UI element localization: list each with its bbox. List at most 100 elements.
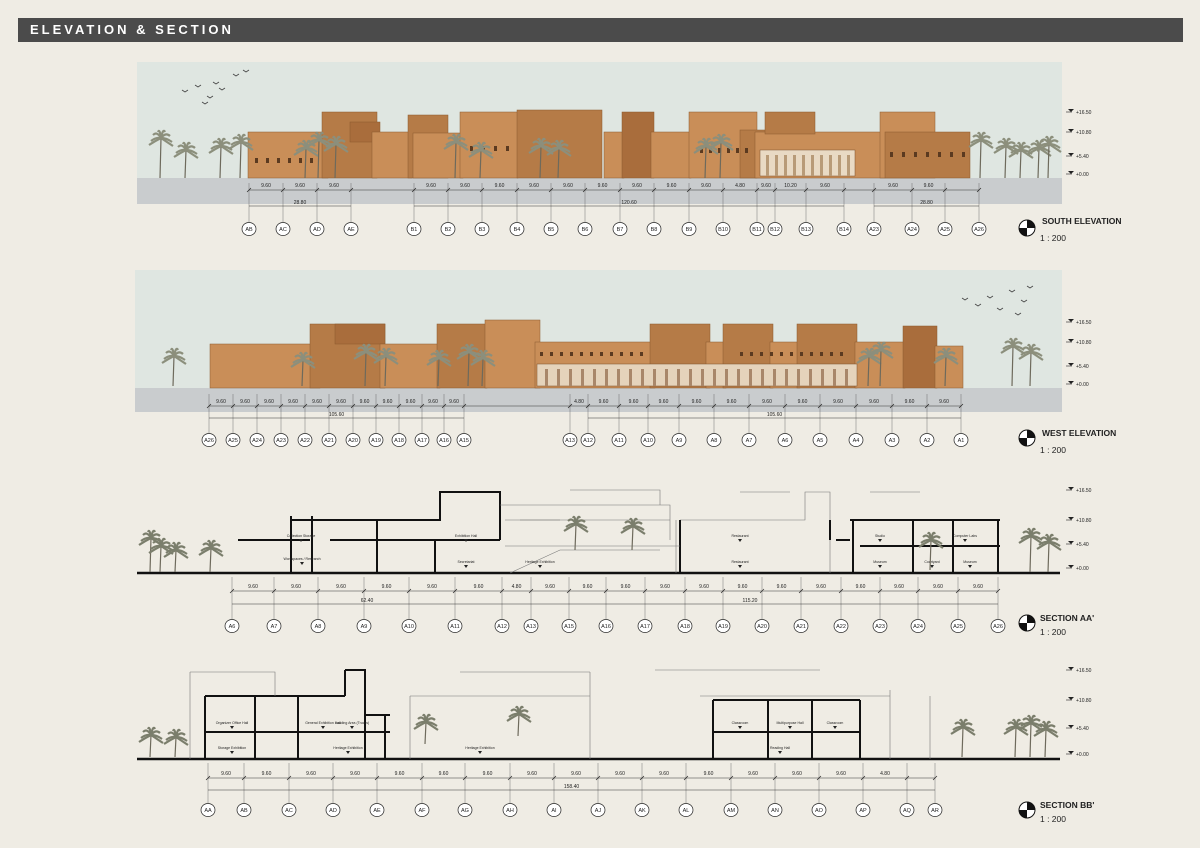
dimension-value: 9.60 xyxy=(762,399,772,405)
level-label: +5.40 xyxy=(1076,542,1089,548)
palm-tree xyxy=(693,137,719,179)
dimension-value: 9.60 xyxy=(336,399,346,405)
grid-bubble xyxy=(369,803,385,817)
grid-bubble xyxy=(224,619,240,633)
level-label: +0.00 xyxy=(1076,172,1089,178)
dimension-tick xyxy=(241,775,247,781)
level-label: +10.80 xyxy=(1076,698,1092,704)
dimension-tick xyxy=(889,403,895,409)
grid-label: AM xyxy=(727,808,736,814)
building-block xyxy=(902,325,938,389)
grid-label: A18 xyxy=(394,438,404,444)
grid-label: AD xyxy=(329,808,337,814)
dimension-tick xyxy=(595,775,601,781)
dimension-value: 9.60 xyxy=(312,399,322,405)
bird-icon xyxy=(206,95,214,99)
dimension-tick xyxy=(924,403,930,409)
window xyxy=(736,148,739,153)
level-label: +16.50 xyxy=(1076,488,1092,494)
window xyxy=(902,152,905,157)
palm-tree xyxy=(293,139,319,179)
room-label: Collection Storage xyxy=(287,534,316,538)
building-block xyxy=(334,323,386,345)
room-label: General Exhibition Hall xyxy=(305,721,341,725)
dimension-value: 9.60 xyxy=(621,584,631,590)
window xyxy=(770,352,773,356)
grid-bubble xyxy=(767,222,783,236)
palm-tree xyxy=(138,726,164,758)
dimension-tick xyxy=(817,403,823,409)
grid-label: A1 xyxy=(958,438,965,444)
grid-label: B12 xyxy=(770,227,780,233)
dimension-tick xyxy=(374,775,380,781)
grid-label: A16 xyxy=(601,624,611,630)
dimension-tick xyxy=(507,775,513,781)
bird-icon xyxy=(961,297,969,301)
dimension-tick xyxy=(841,187,847,193)
level-marker-icon xyxy=(321,726,325,729)
dimension-value: 9.60 xyxy=(495,183,505,189)
room-label: Courtyard xyxy=(924,560,939,564)
palm-tree xyxy=(148,537,174,573)
dimension-tick xyxy=(566,588,572,594)
grid-bubble xyxy=(201,433,217,447)
window xyxy=(740,352,743,356)
dimension-tick xyxy=(441,403,447,409)
column xyxy=(581,369,584,386)
level-label: +5.40 xyxy=(1076,726,1089,732)
grid-label: A22 xyxy=(300,438,310,444)
grid-label: A26 xyxy=(974,227,984,233)
palm-tree xyxy=(290,351,316,387)
grid-label: B6 xyxy=(582,227,589,233)
level-marker-icon xyxy=(538,565,542,568)
level-marker-icon xyxy=(1068,109,1074,112)
palm-tree xyxy=(470,349,496,387)
dimension-value: 9.60 xyxy=(474,584,484,590)
palm-tree xyxy=(1008,141,1034,179)
level-marker-icon xyxy=(1068,339,1074,342)
grid-bubble xyxy=(855,803,871,817)
column xyxy=(766,155,769,176)
grid-label: B14 xyxy=(839,227,849,233)
dimension-tick xyxy=(411,187,417,193)
dimension-tick xyxy=(860,775,866,781)
grid-bubble xyxy=(899,803,915,817)
bird-icon xyxy=(986,295,994,299)
window xyxy=(299,158,302,163)
column xyxy=(605,369,608,386)
grid-label: AO xyxy=(815,808,824,814)
grid-label: A13 xyxy=(565,438,575,444)
window xyxy=(926,152,929,157)
level-marker-icon xyxy=(878,539,882,542)
dimension-tick xyxy=(452,588,458,594)
dimension-tick xyxy=(528,588,534,594)
grid-bubble xyxy=(811,803,827,817)
dimension-value: 9.60 xyxy=(761,183,771,189)
grid-label: B4 xyxy=(514,227,521,233)
dimension-value: 9.60 xyxy=(894,584,904,590)
level-marker-icon xyxy=(1068,517,1074,520)
window xyxy=(610,352,613,356)
grid-bubble xyxy=(241,222,257,236)
level-marker-icon xyxy=(1068,565,1074,568)
column xyxy=(784,155,787,176)
dimension-tick xyxy=(271,588,277,594)
grid-label: A6 xyxy=(782,438,789,444)
total-dimension-value: 62.40 xyxy=(361,598,374,604)
dimension-tick xyxy=(915,588,921,594)
window xyxy=(266,158,269,163)
grid-bubble xyxy=(715,619,731,633)
dimension-value: 9.60 xyxy=(660,584,670,590)
grid-label: A7 xyxy=(746,438,753,444)
grid-bubble xyxy=(767,803,783,817)
grid-bubble xyxy=(368,433,384,447)
palm-tree xyxy=(993,137,1019,179)
grid-label: AA xyxy=(204,808,212,814)
grid-label: A18 xyxy=(680,624,690,630)
dimension-value: 9.60 xyxy=(350,771,360,777)
grid-label: A25 xyxy=(940,227,950,233)
dimension-value: 9.60 xyxy=(615,771,625,777)
grid-bubble xyxy=(741,433,757,447)
dimension-value: 9.60 xyxy=(973,584,983,590)
dimension-tick xyxy=(286,775,292,781)
